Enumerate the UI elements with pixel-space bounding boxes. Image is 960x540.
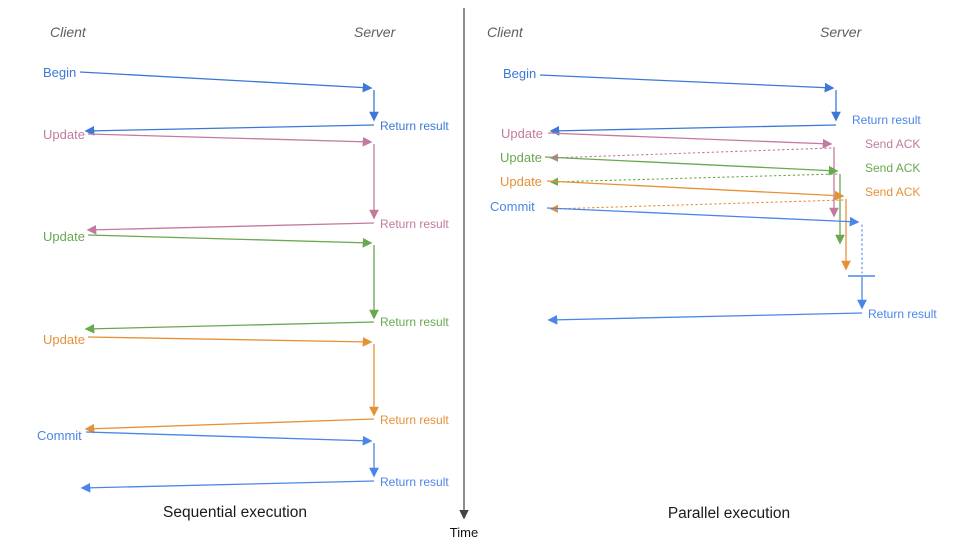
seq-update3-request-arrow [87, 336, 373, 347]
par-update1-request-arrow [547, 132, 833, 149]
seq-update1-response-arrow [86, 222, 375, 235]
par-update2-request-arrow [544, 156, 839, 176]
seq-update1-label: Update [43, 127, 85, 142]
seq-commit-response-label: Return result [380, 475, 449, 489]
par-commit-response-arrow [547, 312, 863, 325]
parallel-panel: Client Server Begin Return result Update… [487, 24, 937, 522]
par-update2-message: Update Send ACK [500, 150, 920, 245]
seq-update3-message: Update Return result [43, 332, 449, 434]
par-update3-message: Update Send ACK [500, 174, 920, 271]
seq-update3-label: Update [43, 332, 85, 347]
sequential-panel: Client Server Begin Return result Update… [37, 24, 449, 521]
par-update1-ack-label: Send ACK [865, 137, 920, 151]
seq-update2-response-label: Return result [380, 315, 449, 329]
seq-commit-request-arrow [85, 431, 373, 446]
par-update3-request-arrow [546, 180, 845, 201]
seq-update1-request-arrow [87, 133, 373, 147]
par-update1-label: Update [501, 126, 543, 141]
seq-commit-message: Commit Return result [37, 428, 449, 493]
seq-update2-request-arrow [87, 234, 373, 248]
seq-commit-response-arrow [80, 480, 375, 493]
seq-begin-request-arrow [79, 71, 373, 93]
par-update1-message: Update Send ACK [501, 126, 920, 218]
seq-update3-response-arrow [84, 418, 375, 434]
seq-update1-response-label: Return result [380, 217, 449, 231]
par-begin-response-label: Return result [852, 113, 921, 127]
seq-update1-message: Update Return result [43, 127, 449, 235]
seq-begin-response-arrow [84, 124, 375, 136]
client-header: Client [50, 24, 87, 40]
par-commit-message: Commit Return result [490, 199, 937, 325]
time-axis-label: Time [450, 525, 478, 540]
par-begin-message: Begin Return result [503, 66, 921, 136]
par-update3-ack-arrow [549, 199, 844, 213]
server-header: Server [354, 24, 397, 40]
par-update2-ack-label: Send ACK [865, 161, 920, 175]
par-commit-request-arrow [546, 207, 860, 227]
par-update2-label: Update [500, 150, 542, 165]
par-begin-response-arrow [549, 124, 837, 136]
par-begin-label: Begin [503, 66, 536, 81]
server-header: Server [820, 24, 863, 40]
par-update3-label: Update [500, 174, 542, 189]
seq-begin-message: Begin Return result [43, 65, 449, 136]
seq-update2-message: Update Return result [43, 229, 449, 334]
seq-update2-label: Update [43, 229, 85, 244]
par-commit-response-label: Return result [868, 307, 937, 321]
seq-update3-response-label: Return result [380, 413, 449, 427]
par-update3-ack-label: Send ACK [865, 185, 920, 199]
par-begin-request-arrow [539, 74, 835, 93]
seq-begin-label: Begin [43, 65, 76, 80]
time-axis: Time [450, 8, 478, 540]
par-update2-ack-arrow [549, 173, 838, 186]
parallel-caption: Parallel execution [668, 505, 790, 522]
seq-begin-response-label: Return result [380, 119, 449, 133]
par-commit-label: Commit [490, 199, 535, 214]
par-update1-ack-arrow [549, 147, 832, 162]
sequential-caption: Sequential execution [163, 504, 307, 521]
seq-commit-label: Commit [37, 428, 82, 443]
client-header: Client [487, 24, 524, 40]
seq-update2-response-arrow [84, 321, 375, 334]
